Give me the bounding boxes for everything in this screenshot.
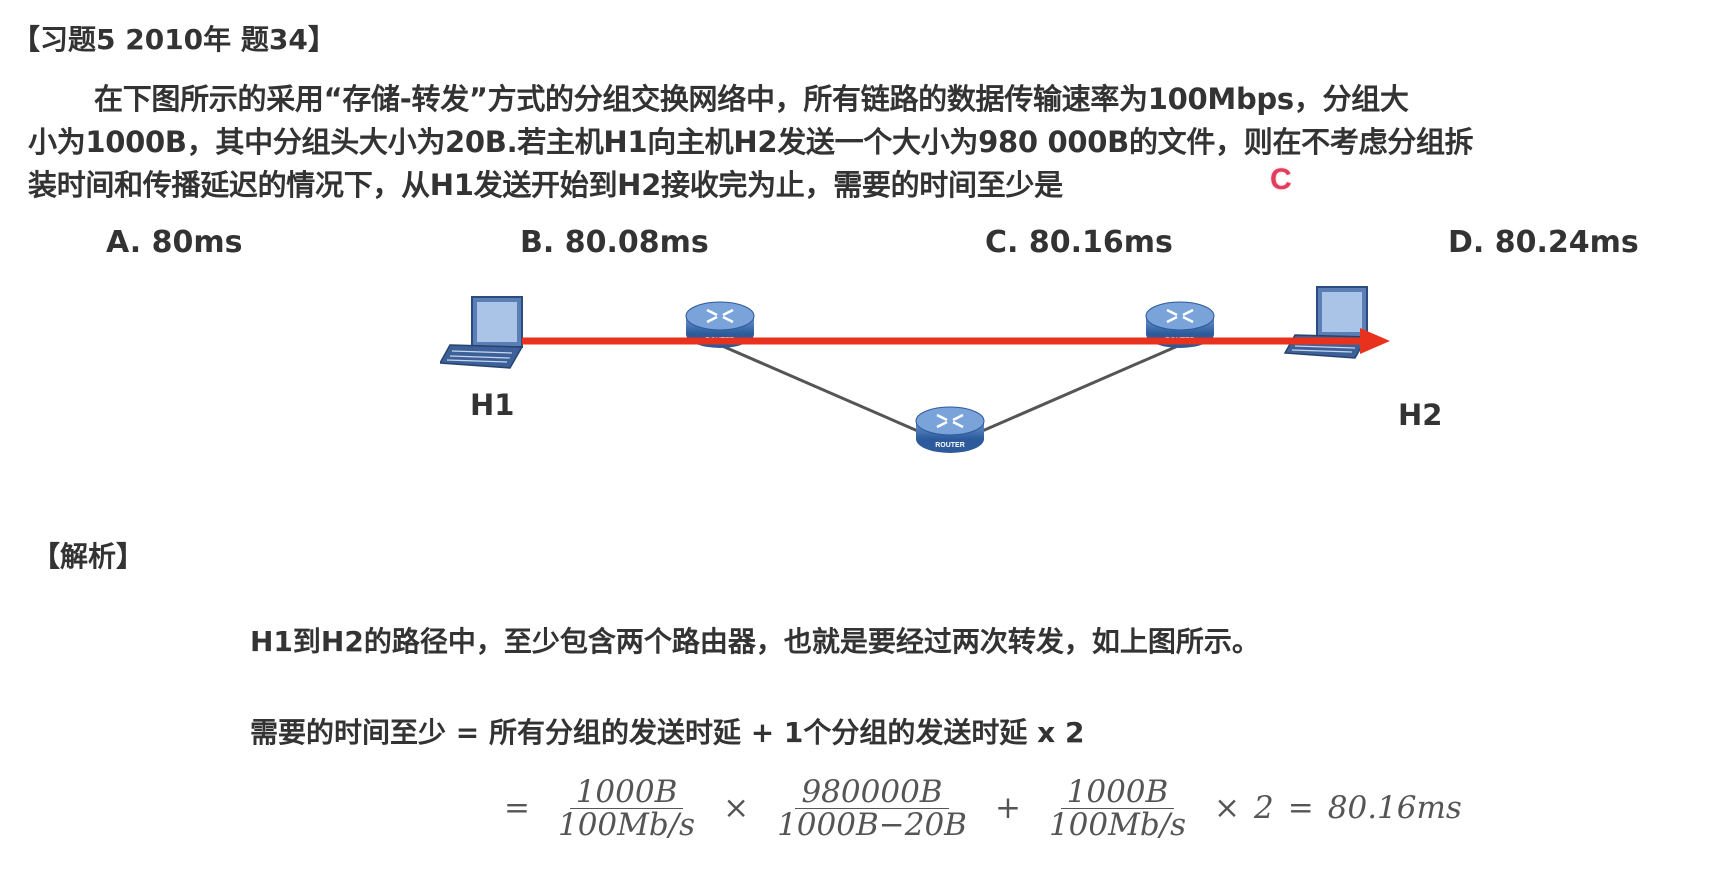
transmission-arrow (522, 328, 1390, 354)
formula-text: 需要的时间至少 = 所有分组的发送时延 + 1个分组的发送时延 x 2 (250, 716, 1085, 749)
exercise-title: 【习题5 2010年 题34】 (12, 23, 336, 56)
link-r3-r2 (949, 343, 1181, 447)
router-icon-3: ROUTER (915, 406, 985, 453)
fraction-2: 980000B 1000B−20B (771, 776, 973, 841)
analysis-text: H1到H2的路径中，至少包含两个路由器，也就是要经过两次转发，如上图所示。 (250, 625, 1260, 658)
option-c: C. 80.16ms (985, 225, 1173, 260)
fraction-1-denominator: 100Mb/s (557, 806, 696, 843)
question-line-3: 装时间和传播延迟的情况下，从H1发送开始到H2接收完为止，需要的时间至少是 (28, 168, 1063, 202)
host-h1-label: H1 (470, 388, 515, 422)
formula-result: 80.16ms (1327, 790, 1462, 826)
router-label: ROUTER (935, 442, 965, 449)
handwritten-answer: C (1270, 163, 1292, 196)
option-a: A. 80ms (106, 225, 243, 260)
plus-sign: + (994, 790, 1021, 826)
laptop-icon-h2 (1283, 286, 1369, 359)
fraction-3: 1000B 100Mb/s (1043, 776, 1192, 841)
fraction-1-numerator: 1000B (569, 776, 684, 809)
analysis-title: 【解析】 (32, 540, 145, 573)
formula: = 1000B 100Mb/s × 980000B 1000B−20B + 10… (490, 772, 1462, 844)
times-sign: × (723, 790, 750, 826)
times-sign: × (1214, 790, 1241, 826)
question-line-2: 小为1000B，其中分组头大小为20B.若主机H1向主机H2发送一个大小为980… (28, 125, 1474, 159)
fraction-3-numerator: 1000B (1060, 776, 1175, 809)
fraction-2-numerator: 980000B (795, 776, 949, 809)
laptop-icon-h1 (440, 296, 524, 369)
equals-sign: = (504, 790, 530, 826)
fraction-2-denominator: 1000B−20B (777, 806, 967, 843)
fraction-1: 1000B 100Mb/s (552, 776, 701, 841)
multiplier: 2 (1254, 790, 1274, 826)
equals-sign: = (1287, 790, 1314, 826)
network-diagram: ROUTER ROUTER ROUTER (440, 286, 1390, 453)
link-r1-r3 (719, 343, 951, 447)
option-b: B. 80.08ms (520, 225, 709, 260)
host-h2-label: H2 (1398, 398, 1443, 432)
question-line-1: 在下图所示的采用“存储-转发”方式的分组交换网络中，所有链路的数据传输速率为10… (94, 82, 1409, 116)
fraction-3-denominator: 100Mb/s (1048, 806, 1187, 843)
option-d: D. 80.24ms (1448, 225, 1639, 260)
